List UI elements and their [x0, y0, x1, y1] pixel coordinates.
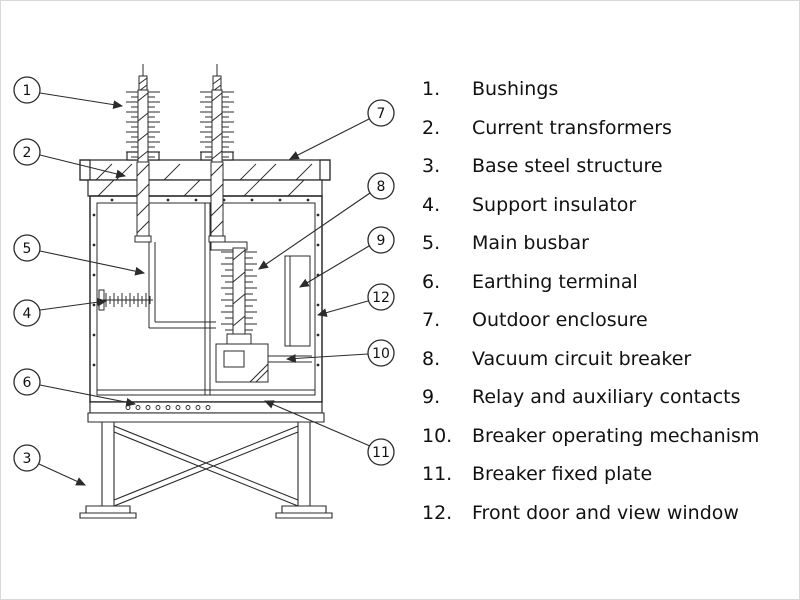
- legend-item-number: 7.: [422, 309, 441, 332]
- callout-number: 4: [23, 306, 32, 322]
- legend-item-relay-aux-contacts: 9. Relay and auxiliary contacts: [422, 378, 794, 417]
- legend-item-label: Front door and view window: [472, 501, 739, 524]
- legend-item-vacuum-circuit-breaker: 8. Vacuum circuit breaker: [422, 340, 794, 379]
- callout-2: 2: [14, 139, 127, 179]
- legend-item-current-transformers: 2. Current transformers: [422, 109, 794, 148]
- callout-number: 5: [23, 241, 32, 257]
- callout-number: 9: [377, 233, 386, 249]
- legend-item-number: 8.: [422, 347, 441, 370]
- equipment-diagram: 1 2 5 4 6 3 7: [0, 63, 420, 600]
- legend-item-front-door-view-window: 12. Front door and view window: [422, 494, 794, 533]
- legend-item-label: Outdoor enclosure: [472, 309, 648, 332]
- legend-item-breaker-operating-mechanism: 10. Breaker operating mechanism: [422, 417, 794, 456]
- callout-4: 4: [14, 297, 108, 326]
- callout-number: 6: [23, 375, 32, 391]
- legend-item-number: 11.: [422, 463, 453, 486]
- relay-box: [285, 256, 310, 346]
- bottom-plate: [90, 402, 322, 413]
- callout-number: 8: [377, 179, 386, 195]
- legend-item-label: Breaker operating mechanism: [472, 424, 760, 447]
- legend-item-earthing-terminal: 6. Earthing terminal: [422, 263, 794, 302]
- legend-item-base-steel-structure: 3. Base steel structure: [422, 147, 794, 186]
- support-insulator: [99, 290, 153, 310]
- callout-8: 8: [258, 173, 394, 270]
- legend-item-number: 12.: [422, 501, 453, 524]
- legend-item-number: 4.: [422, 193, 441, 216]
- legend-item-main-busbar: 5. Main busbar: [422, 224, 794, 263]
- legend-item-label: Earthing terminal: [472, 270, 638, 293]
- legend-item-number: 6.: [422, 270, 441, 293]
- callout-number: 3: [23, 451, 32, 467]
- callout-12: 12: [316, 284, 394, 317]
- base-structure: [80, 413, 332, 518]
- legend-item-label: Main busbar: [472, 232, 589, 255]
- legend-item-breaker-fixed-plate: 11. Breaker fixed plate: [422, 455, 794, 494]
- callout-number: 11: [372, 445, 390, 461]
- legend-item-label: Relay and auxiliary contacts: [472, 386, 741, 409]
- legend-panel: 1. Bushings 2. Current transformers 3. B…: [422, 70, 794, 532]
- legend-item-bushings: 1. Bushings: [422, 70, 794, 109]
- legend-item-label: Current transformers: [472, 116, 672, 139]
- legend-item-number: 10.: [422, 424, 453, 447]
- legend-item-label: Breaker fixed plate: [472, 463, 653, 486]
- legend-item-label: Support insulator: [472, 193, 637, 216]
- callout-7: 7: [289, 100, 394, 160]
- operating-mechanism: [216, 344, 312, 382]
- legend-item-number: 5.: [422, 232, 441, 255]
- main-busbar: [149, 242, 216, 328]
- callout-6: 6: [14, 369, 137, 407]
- callout-3: 3: [14, 445, 87, 485]
- legend-item-number: 1.: [422, 78, 441, 101]
- callout-9: 9: [299, 227, 394, 288]
- callout-number: 10: [372, 346, 390, 362]
- callout-number: 2: [23, 145, 32, 161]
- legend-item-outdoor-enclosure: 7. Outdoor enclosure: [422, 301, 794, 340]
- vacuum-breaker: [211, 242, 257, 344]
- callout-5: 5: [14, 235, 146, 276]
- callout-10: 10: [285, 340, 394, 366]
- callout-number: 12: [372, 290, 390, 306]
- callout-number: 7: [377, 106, 386, 122]
- legend-item-number: 2.: [422, 116, 441, 139]
- callout-number: 1: [23, 83, 32, 99]
- legend-item-label: Vacuum circuit breaker: [472, 347, 692, 370]
- bolt-dots: [92, 198, 320, 367]
- legend-item-label: Base steel structure: [472, 155, 663, 178]
- legend-item-label: Bushings: [472, 78, 559, 101]
- callout-1: 1: [14, 77, 124, 109]
- legend-item-number: 3.: [422, 155, 441, 178]
- callout-11: 11: [263, 400, 394, 465]
- legend-item-number: 9.: [422, 386, 441, 409]
- legend-item-support-insulator: 4. Support insulator: [422, 186, 794, 225]
